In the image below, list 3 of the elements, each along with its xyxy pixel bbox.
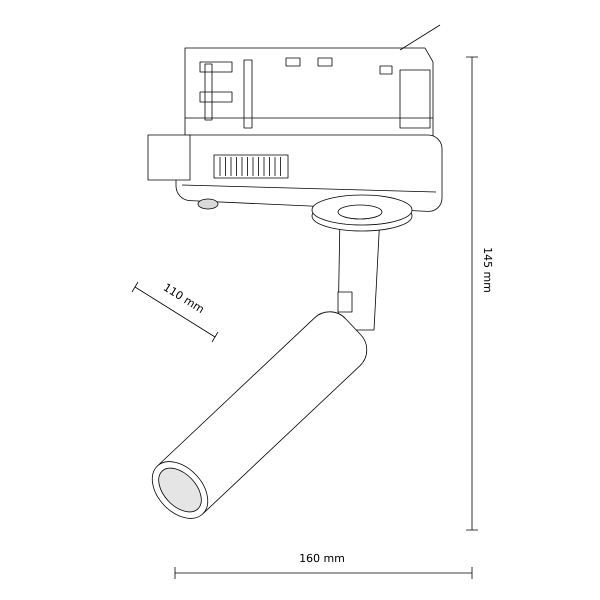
dimension-label: 110 mm	[164, 283, 203, 313]
dimension-label: 160 mm	[300, 554, 344, 562]
dimension-label: 145 mm	[484, 248, 492, 292]
